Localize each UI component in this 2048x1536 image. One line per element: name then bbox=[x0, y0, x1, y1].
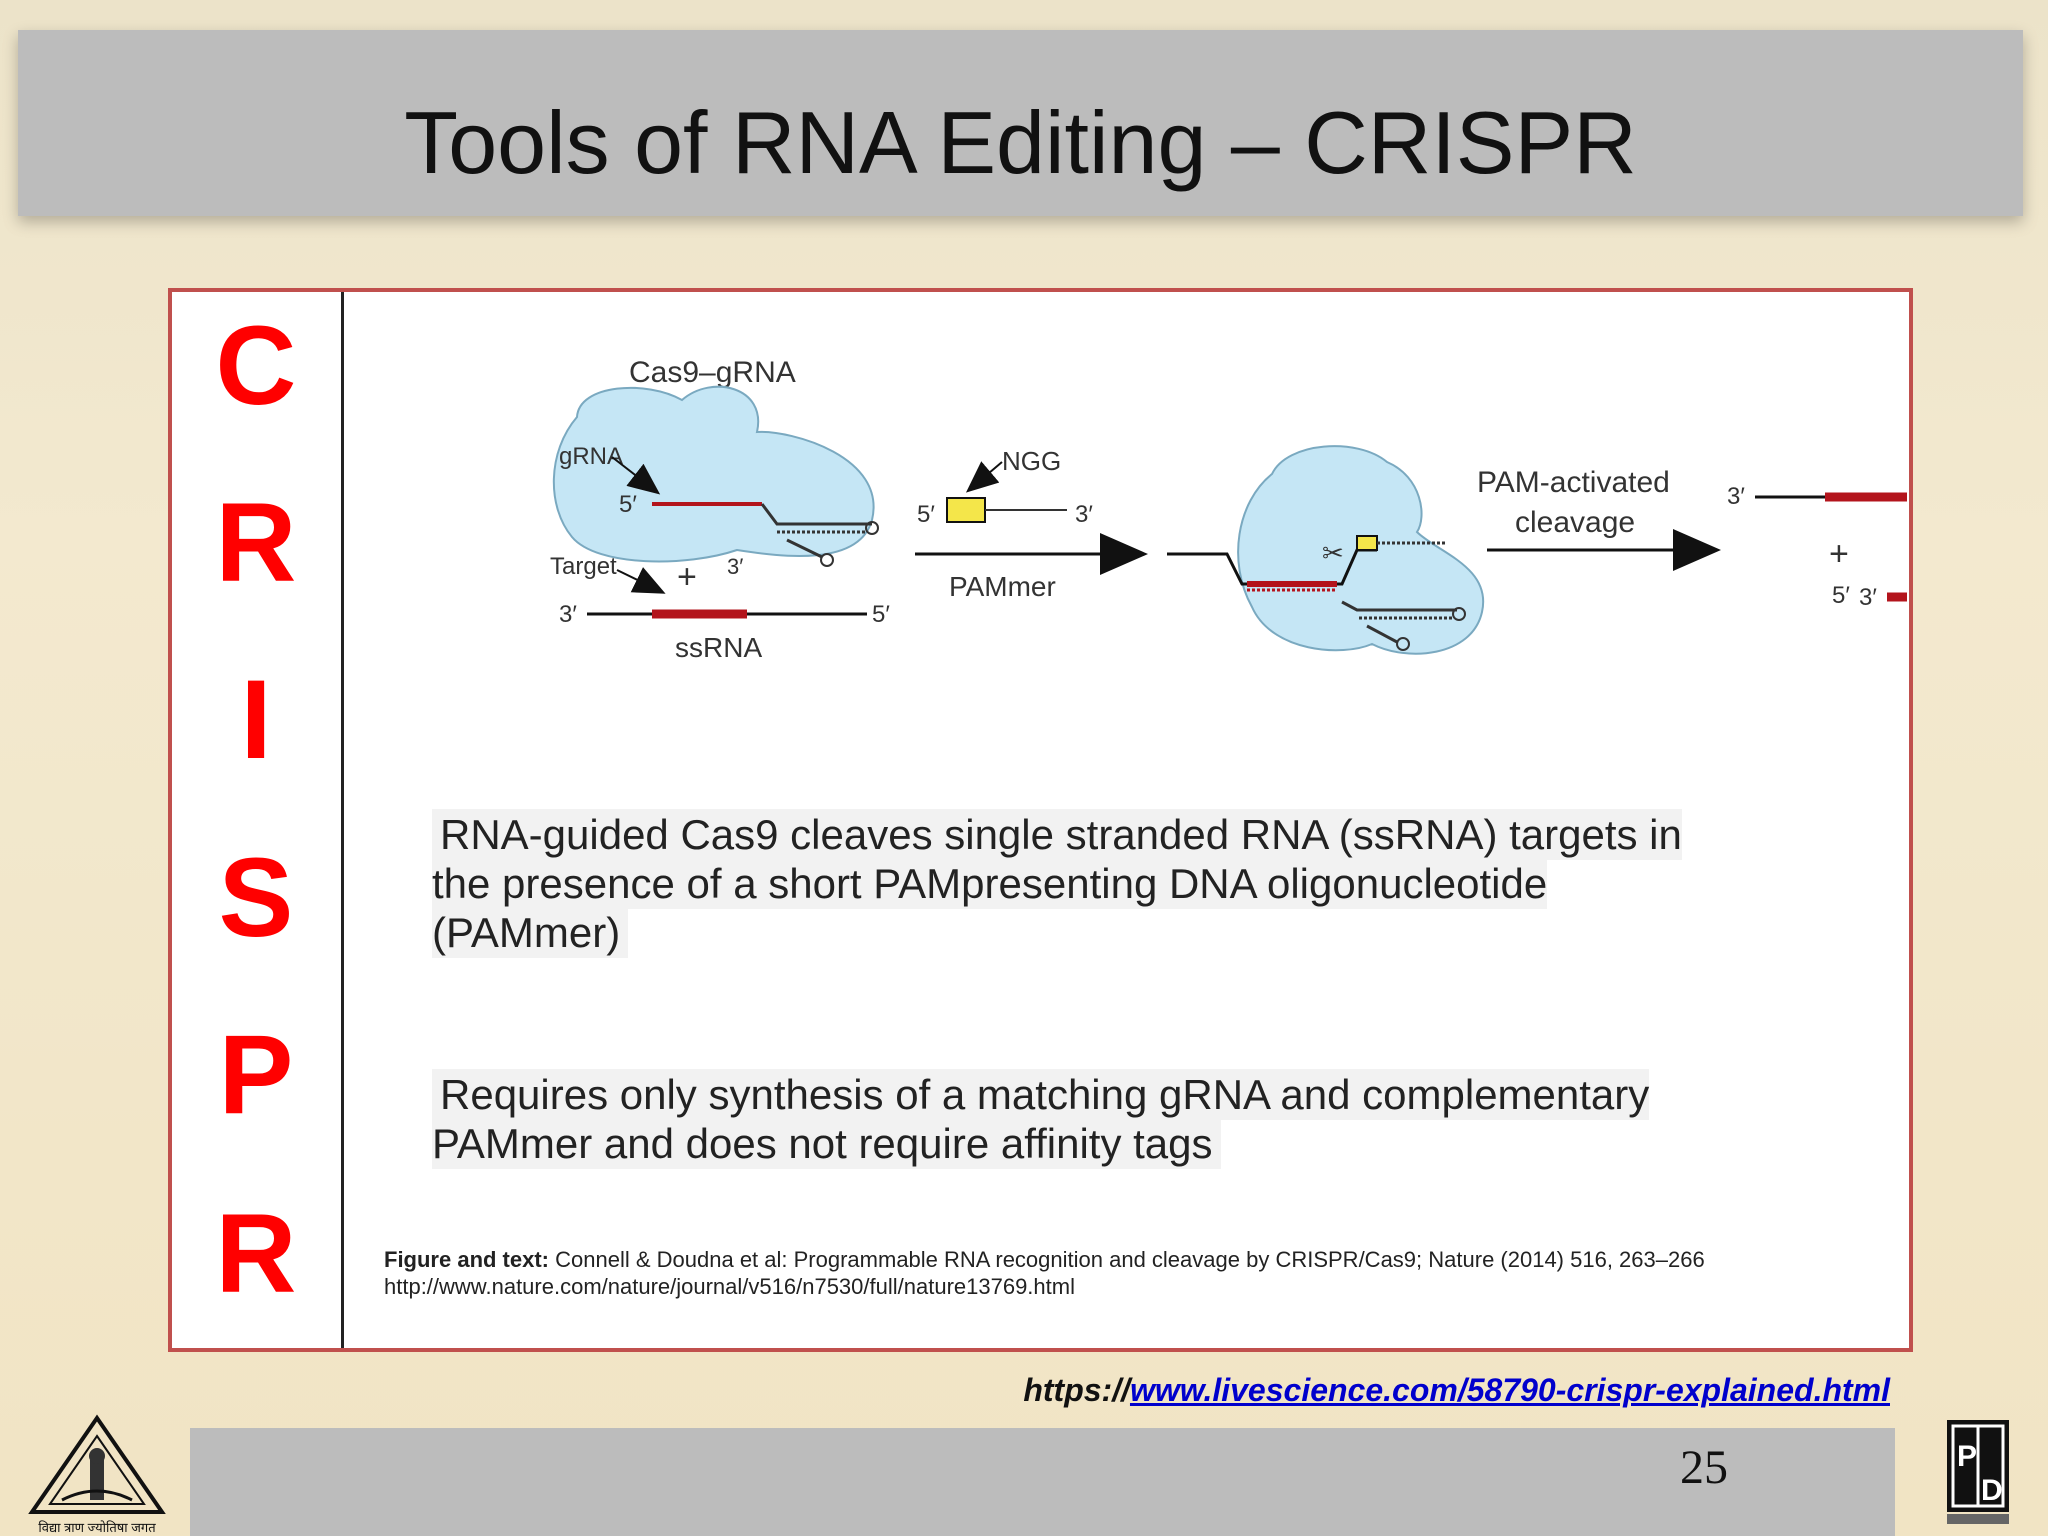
paragraph-cas9-cleavage: RNA-guided Cas9 cleaves single stranded … bbox=[432, 809, 1732, 958]
grna-scaffold bbox=[760, 503, 872, 526]
cleavage-label-line2: cleavage bbox=[1515, 506, 1635, 539]
title-bar: Tools of RNA Editing – CRISPR bbox=[18, 30, 2023, 216]
crispr-letter-c: C bbox=[215, 303, 297, 428]
grna-five-prime: 5′ bbox=[619, 491, 637, 518]
svg-text:P: P bbox=[1957, 1440, 1977, 1473]
institute-logo-caption: विद्या त्राण ज्योतिषा जगत bbox=[38, 1520, 156, 1535]
bound-hairpin-2 bbox=[1366, 624, 1398, 644]
page-number: 25 bbox=[1680, 1441, 1728, 1494]
ngg-label: NGG bbox=[1002, 446, 1061, 476]
plus-sign-2: + bbox=[1829, 535, 1849, 573]
target-label: Target bbox=[550, 553, 617, 580]
paragraph-2-text: Requires only synthesis of a matching gR… bbox=[432, 1069, 1650, 1169]
footer-bar bbox=[190, 1428, 1895, 1536]
grna-loop-2 bbox=[820, 553, 834, 567]
reference-citation: Connell & Doudna et al: Programmable RNA… bbox=[555, 1247, 1705, 1272]
plus-sign-1: + bbox=[677, 558, 697, 596]
product2-five-prime: 5′ bbox=[1832, 582, 1850, 609]
content-box: C R I S P R Cas9–gRNA gRNA 5′ Target + 3… bbox=[168, 288, 1913, 1352]
ssrna-three-prime: 3′ bbox=[559, 601, 577, 628]
ngg-pointer-arrow bbox=[965, 461, 1003, 493]
source-url-link[interactable]: www.livescience.com/58790-crispr-explain… bbox=[1129, 1372, 1890, 1408]
crispr-letter-r2: R bbox=[215, 1191, 297, 1316]
crispr-letter-r1: R bbox=[215, 480, 297, 605]
pammer-three-prime: 3′ bbox=[1075, 501, 1093, 528]
bound-grna-scaffold bbox=[1341, 600, 1457, 612]
paragraph-requirements: Requires only synthesis of a matching gR… bbox=[432, 1069, 1732, 1169]
grna-pointer-arrow bbox=[611, 456, 661, 495]
reference-url: http://www.nature.com/nature/journal/v51… bbox=[384, 1274, 1075, 1299]
bound-pam-box bbox=[1356, 535, 1378, 551]
pammer-label: PAMmer bbox=[949, 571, 1056, 602]
slide-title: Tools of RNA Editing – CRISPR bbox=[404, 93, 1637, 192]
crispr-letter-s: S bbox=[218, 835, 294, 960]
cleavage-label-line1: PAM-activated bbox=[1477, 466, 1670, 499]
grna-three-prime: 3′ bbox=[727, 554, 743, 579]
cas9-grna-label: Cas9–gRNA bbox=[629, 356, 796, 389]
institute-logo: विद्या त्राण ज्योतिषा जगत bbox=[28, 1414, 166, 1535]
ssrna-label: ssRNA bbox=[675, 632, 762, 663]
pam-box bbox=[946, 497, 986, 523]
cas9-cleavage-diagram: Cas9–gRNA gRNA 5′ Target + 3′ 3′ 5′ ssRN… bbox=[550, 356, 1907, 663]
grna-hairpin-2 bbox=[786, 538, 823, 559]
product1-three-prime: 3′ bbox=[1727, 483, 1745, 510]
cas9-protein-left bbox=[552, 385, 875, 563]
pammer-five-prime: 5′ bbox=[917, 501, 935, 528]
crispr-letter-p: P bbox=[218, 1012, 294, 1137]
pd-logo: P D bbox=[1947, 1420, 2009, 1524]
product2-three-prime: 3′ bbox=[1859, 584, 1877, 611]
scissors-icon: ✂ bbox=[1322, 538, 1344, 568]
bound-loop-2 bbox=[1396, 637, 1410, 651]
paragraph-1-text: RNA-guided Cas9 cleaves single stranded … bbox=[432, 809, 1682, 958]
crispr-acronym-column: C R I S P R bbox=[172, 292, 344, 1348]
svg-text:D: D bbox=[1981, 1474, 2003, 1507]
ssrna-five-prime: 5′ bbox=[872, 601, 890, 628]
grna-loop-1 bbox=[865, 521, 879, 535]
target-pointer-arrow bbox=[616, 567, 666, 594]
reference-label: Figure and text: bbox=[384, 1247, 550, 1272]
bound-loop-1 bbox=[1452, 607, 1466, 621]
grna-label: gRNA bbox=[559, 443, 623, 470]
figure-reference: Figure and text: Connell & Doudna et al:… bbox=[384, 1246, 1884, 1300]
source-url-line: https://www.livescience.com/58790-crispr… bbox=[1023, 1372, 1890, 1409]
crispr-letter-i: I bbox=[240, 657, 272, 782]
source-url-prefix: https:// bbox=[1023, 1372, 1130, 1408]
